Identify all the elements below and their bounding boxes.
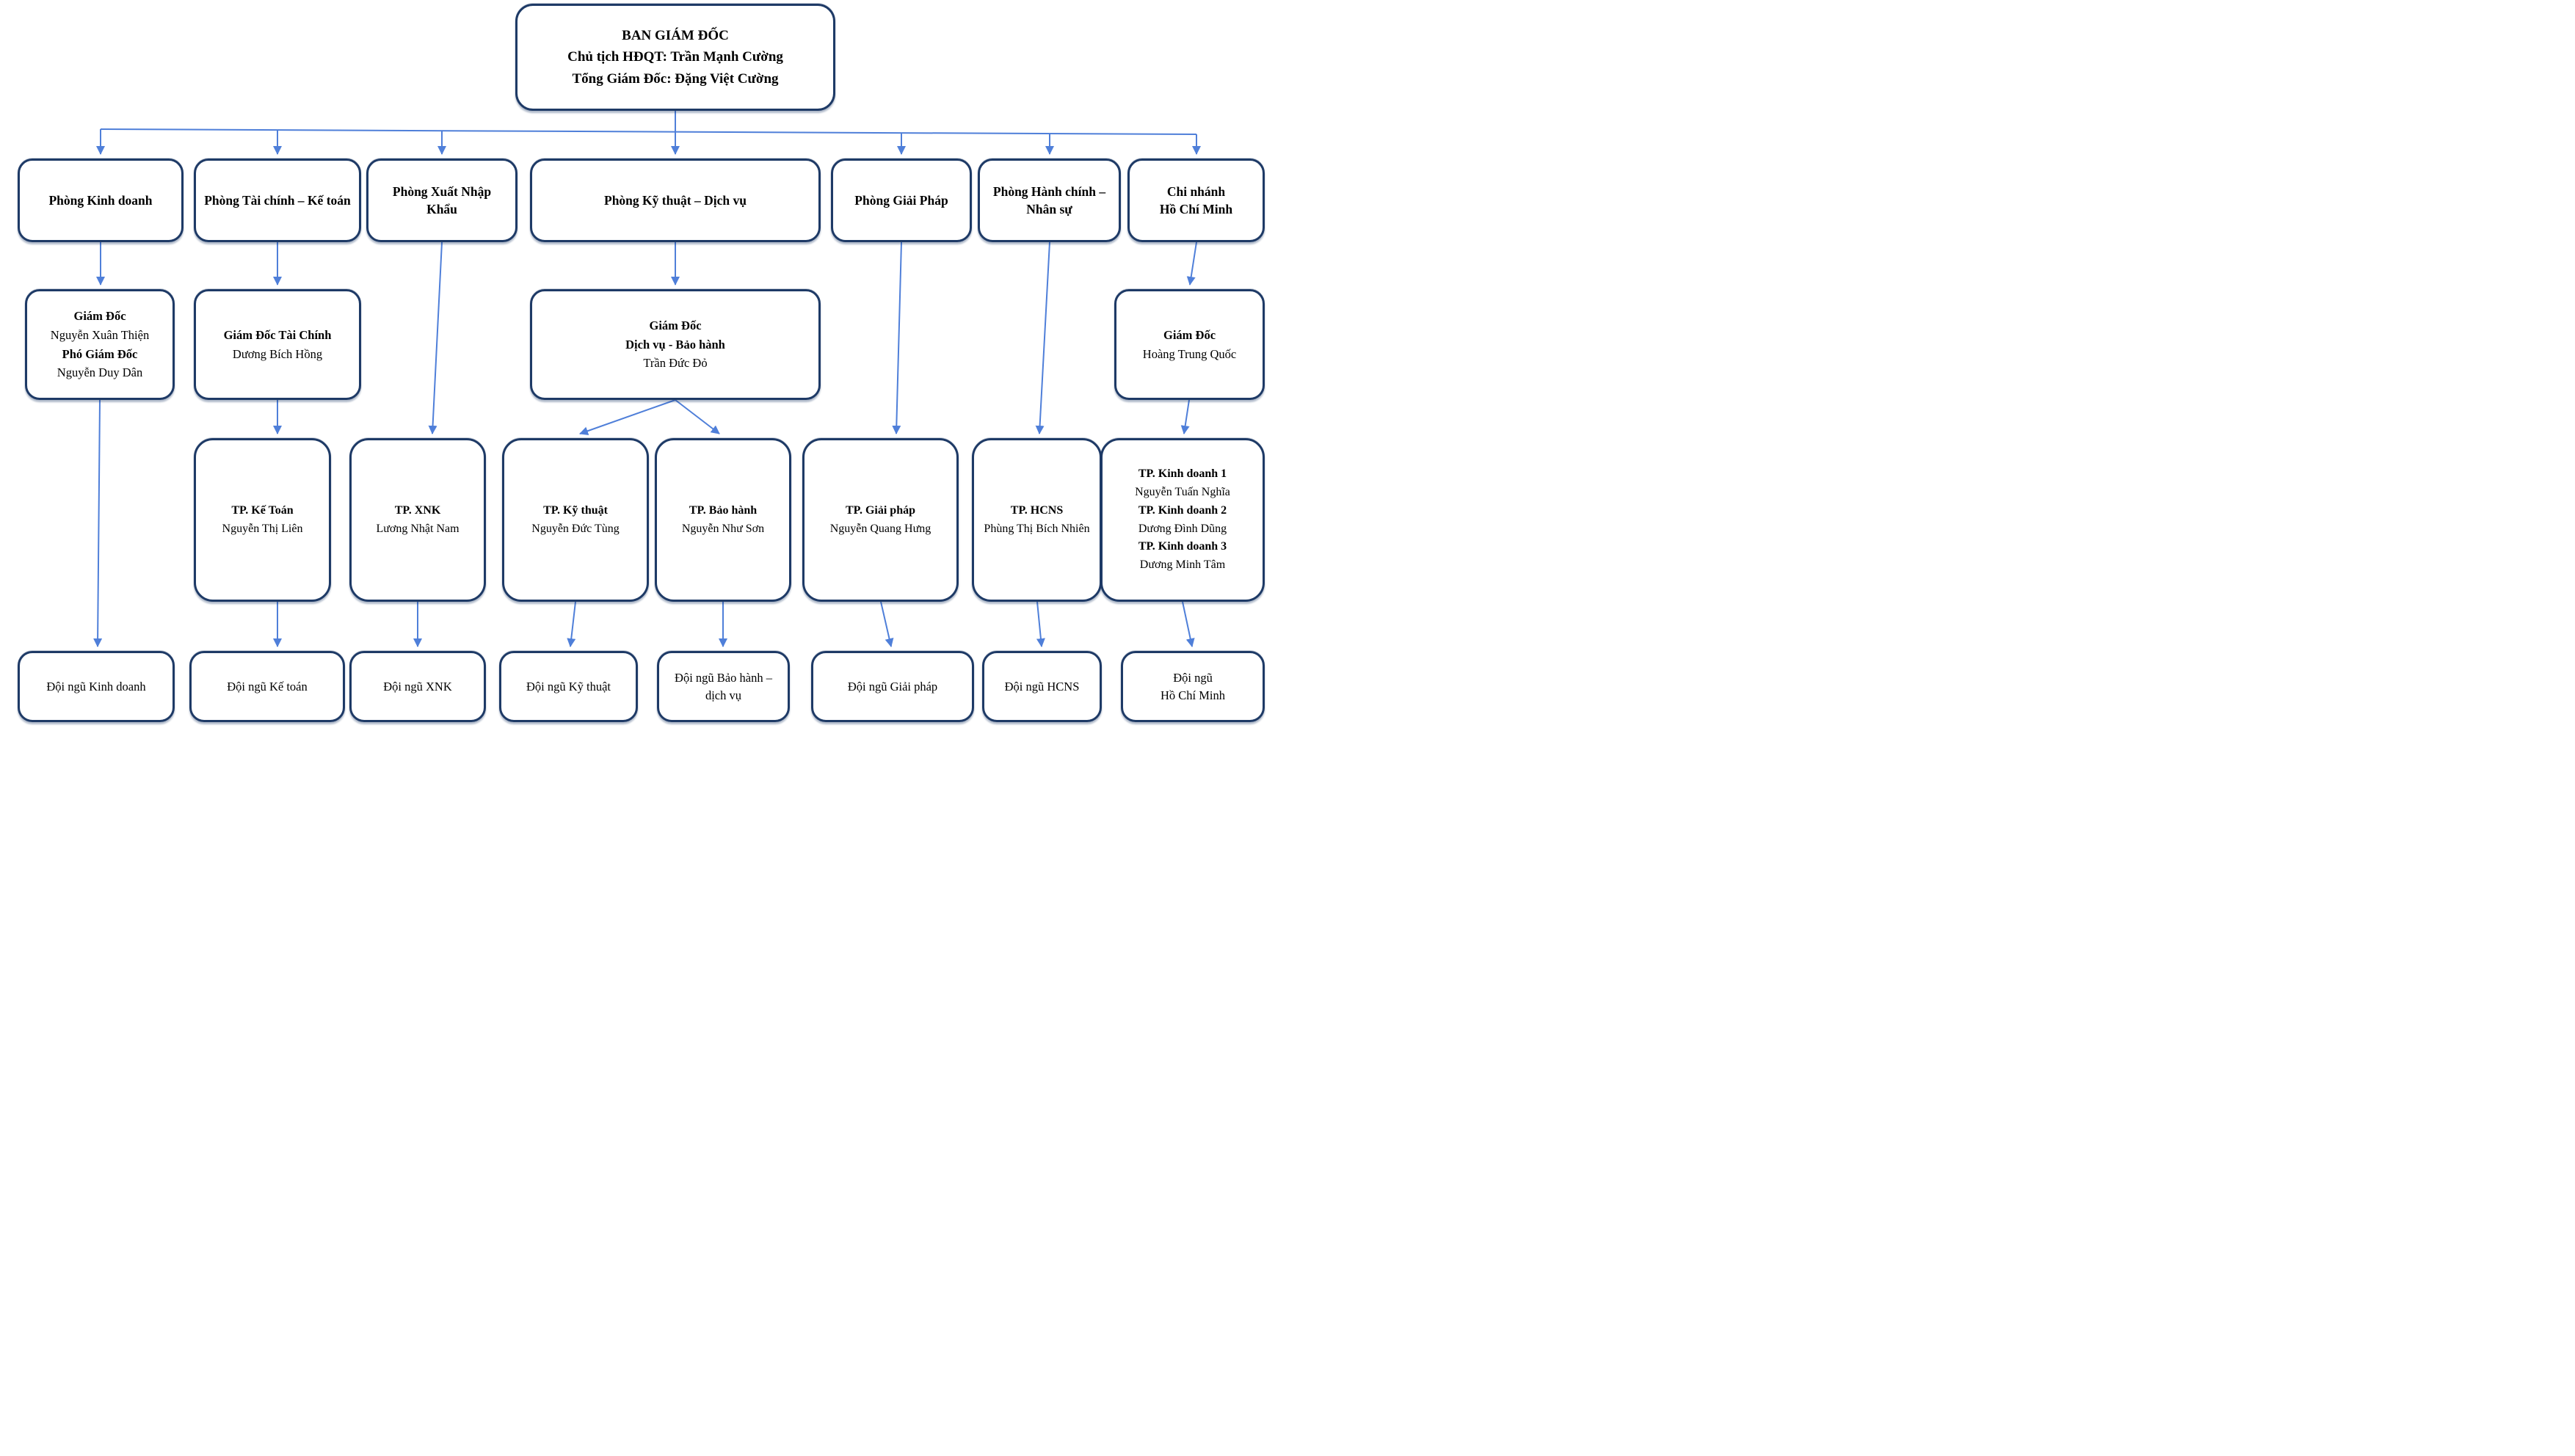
org-box-line: Đội ngũ Giải pháp [847, 679, 938, 694]
org-box-chi-nhanh-hcm: Chi nhánh Hồ Chí Minh [1127, 159, 1265, 242]
org-box-line: Đội ngũ Bảo hành – dịch vụ [675, 670, 772, 702]
org-box-line: TP. Kinh doanh 1 [1138, 467, 1227, 481]
org-box-line: Nguyễn Quang Hưng [829, 522, 931, 535]
org-box-dn-hcns: Đội ngũ HCNS [982, 651, 1102, 722]
org-box-line: Đội ngũ [1173, 670, 1213, 685]
org-box-line: BAN GIÁM ĐỐC [622, 27, 729, 43]
org-box-line: Phòng Giải Pháp [854, 192, 948, 208]
org-box-line: Đội ngũ XNK [383, 679, 452, 694]
org-box-line: Đội ngũ Kế toán [227, 679, 308, 694]
org-box-line: Dương Bích Hồng [232, 346, 323, 361]
org-box-dn-giai-phap: Đội ngũ Giải pháp [811, 651, 974, 722]
org-box-line: Đội ngũ Kỹ thuật [526, 679, 611, 694]
org-box-dn-ky-thuat: Đội ngũ Kỹ thuật [499, 651, 638, 722]
org-box-phong-giai-phap: Phòng Giải Pháp [831, 159, 972, 242]
org-box-tp-hcns: TP. HCNS Phùng Thị Bích Nhiên [972, 438, 1102, 602]
org-box-line: Nguyễn Như Sơn [681, 522, 765, 535]
org-box-dn-xnk: Đội ngũ XNK [349, 651, 486, 722]
org-box-line: Tổng Giám Đốc: Đặng Việt Cường [572, 70, 779, 87]
org-box-phong-tai-chinh: Phòng Tài chính – Kế toán [194, 159, 361, 242]
org-box-line: Hồ Chí Minh [1160, 688, 1225, 702]
org-box-phong-ky-thuat: Phòng Kỹ thuật – Dịch vụ [530, 159, 821, 242]
org-box-line: Hồ Chí Minh [1159, 202, 1233, 216]
org-box-line: Dương Minh Tâm [1139, 558, 1226, 572]
org-box-line: Giám Đốc [649, 318, 702, 333]
org-box-line: Phòng Kinh doanh [48, 192, 153, 208]
org-box-line: Đội ngũ Kinh doanh [46, 679, 146, 694]
org-box-line: Dương Đình Dũng [1138, 522, 1227, 535]
org-box-line: Giám Đốc Tài Chính [223, 327, 332, 342]
org-box-line: TP. Kỹ thuật [543, 503, 608, 517]
org-box-line: TP. Giải pháp [845, 503, 915, 517]
org-box-line: Phòng Tài chính – Kế toán [204, 192, 351, 208]
org-box-line: Giám Đốc [1163, 327, 1216, 342]
org-box-line: Nguyễn Duy Dân [57, 365, 143, 380]
org-box-line: Nguyễn Thị Liên [222, 522, 303, 535]
org-box-line: Trần Đức Đỏ [643, 356, 708, 371]
org-box-dn-kinh-doanh: Đội ngũ Kinh doanh [18, 651, 175, 722]
org-box-phong-xnk: Phòng Xuất Nhập Khẩu [366, 159, 517, 242]
org-box-line: Lương Nhật Nam [376, 522, 460, 535]
org-box-line: TP. Bảo hành [689, 503, 758, 517]
org-box-line: Phòng Kỹ thuật – Dịch vụ [604, 192, 747, 208]
org-box-line: Chủ tịch HĐQT: Trần Mạnh Cường [567, 49, 783, 65]
org-box-tp-xnk: TP. XNK Lương Nhật Nam [349, 438, 486, 602]
org-chart: BAN GIÁM ĐỐC Chủ tịch HĐQT: Trần Mạnh Cườ… [0, 0, 1288, 728]
org-box-line: Chi nhánh [1166, 183, 1226, 199]
org-box-line: TP. Kế Toán [231, 503, 294, 517]
org-box-line: TP. HCNS [1010, 503, 1064, 517]
org-box-line: Phòng Xuất Nhập Khẩu [392, 183, 492, 217]
org-box-line: Phùng Thị Bích Nhiên [984, 522, 1090, 535]
org-box-line: Phó Giám Đốc [62, 346, 138, 361]
org-box-line: Nguyễn Xuân Thiện [50, 327, 150, 342]
org-box-line: Đội ngũ HCNS [1004, 679, 1080, 694]
org-box-dn-bao-hanh: Đội ngũ Bảo hành – dịch vụ [657, 651, 790, 722]
org-box-line: Dịch vụ - Bảo hành [625, 337, 725, 352]
org-box-line: Phòng Hành chính – Nhân sự [992, 183, 1106, 217]
org-box-dn-ke-toan: Đội ngũ Kế toán [189, 651, 345, 722]
org-box-line: Hoàng Trung Quốc [1142, 346, 1237, 361]
org-box-phong-kinh-doanh: Phòng Kinh doanh [18, 159, 184, 242]
org-box-line: TP. XNK [394, 503, 441, 517]
org-box-ban-giam-doc: BAN GIÁM ĐỐC Chủ tịch HĐQT: Trần Mạnh Cườ… [515, 4, 835, 111]
org-box-line: Nguyễn Đức Tùng [531, 522, 620, 535]
org-box-phong-hanh-chinh: Phòng Hành chính – Nhân sự [978, 159, 1121, 242]
org-box-dn-hcm: Đội ngũ Hồ Chí Minh [1121, 651, 1265, 722]
org-box-line: TP. Kinh doanh 3 [1138, 540, 1227, 553]
org-box-line: Nguyễn Tuấn Nghĩa [1135, 485, 1230, 498]
org-box-line: Giám Đốc [73, 309, 126, 324]
org-box-line: TP. Kinh doanh 2 [1138, 503, 1227, 517]
